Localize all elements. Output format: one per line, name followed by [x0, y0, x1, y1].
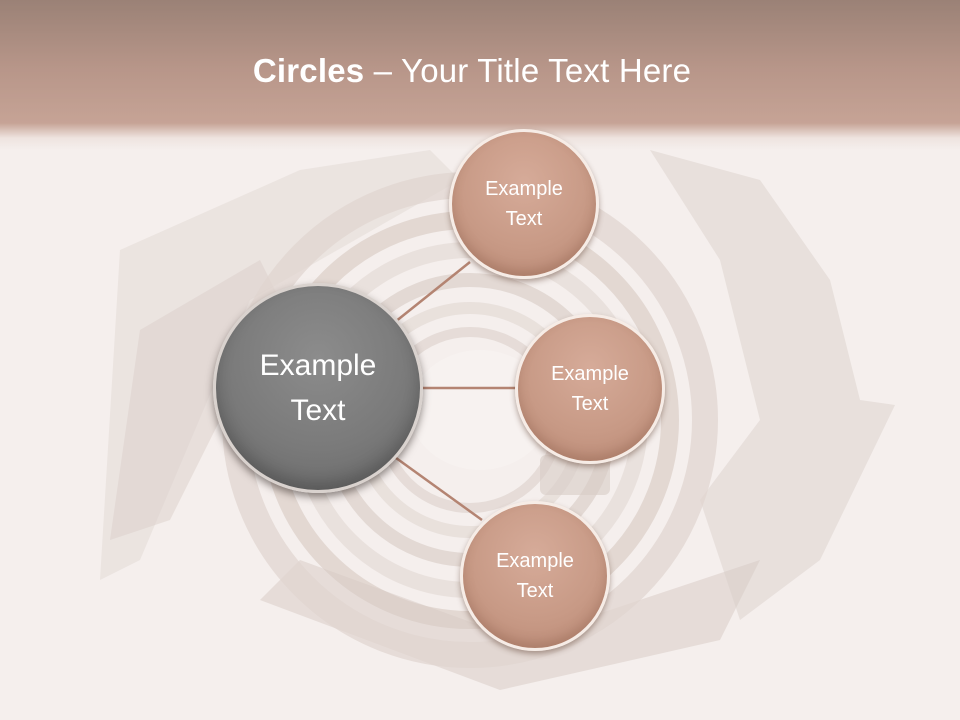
center-circle-label: Example Text — [259, 349, 377, 427]
node-circle-bottom[interactable]: Example Text — [460, 501, 610, 651]
node-circle-middle[interactable]: Example Text — [515, 314, 665, 464]
page-fan-right — [650, 150, 895, 620]
page-fan-left — [100, 150, 460, 580]
center-circle[interactable]: Example Text — [213, 283, 423, 493]
connector-top — [384, 261, 471, 331]
node-circle-middle-label: Example Text — [551, 363, 629, 415]
slide-title-bold: Circles — [252, 52, 365, 89]
slide-title-rest: – Your Title Text Here — [364, 52, 692, 89]
header-band — [0, 0, 960, 150]
node-circle-bottom-label: Example Text — [496, 550, 574, 602]
connector-bottom — [384, 448, 483, 522]
node-circle-top[interactable]: Example Text — [449, 129, 599, 279]
roll-tab — [540, 455, 610, 495]
node-circle-top-label: Example Text — [485, 178, 563, 230]
slide-title: Circles – Your Title Text Here — [0, 52, 944, 90]
